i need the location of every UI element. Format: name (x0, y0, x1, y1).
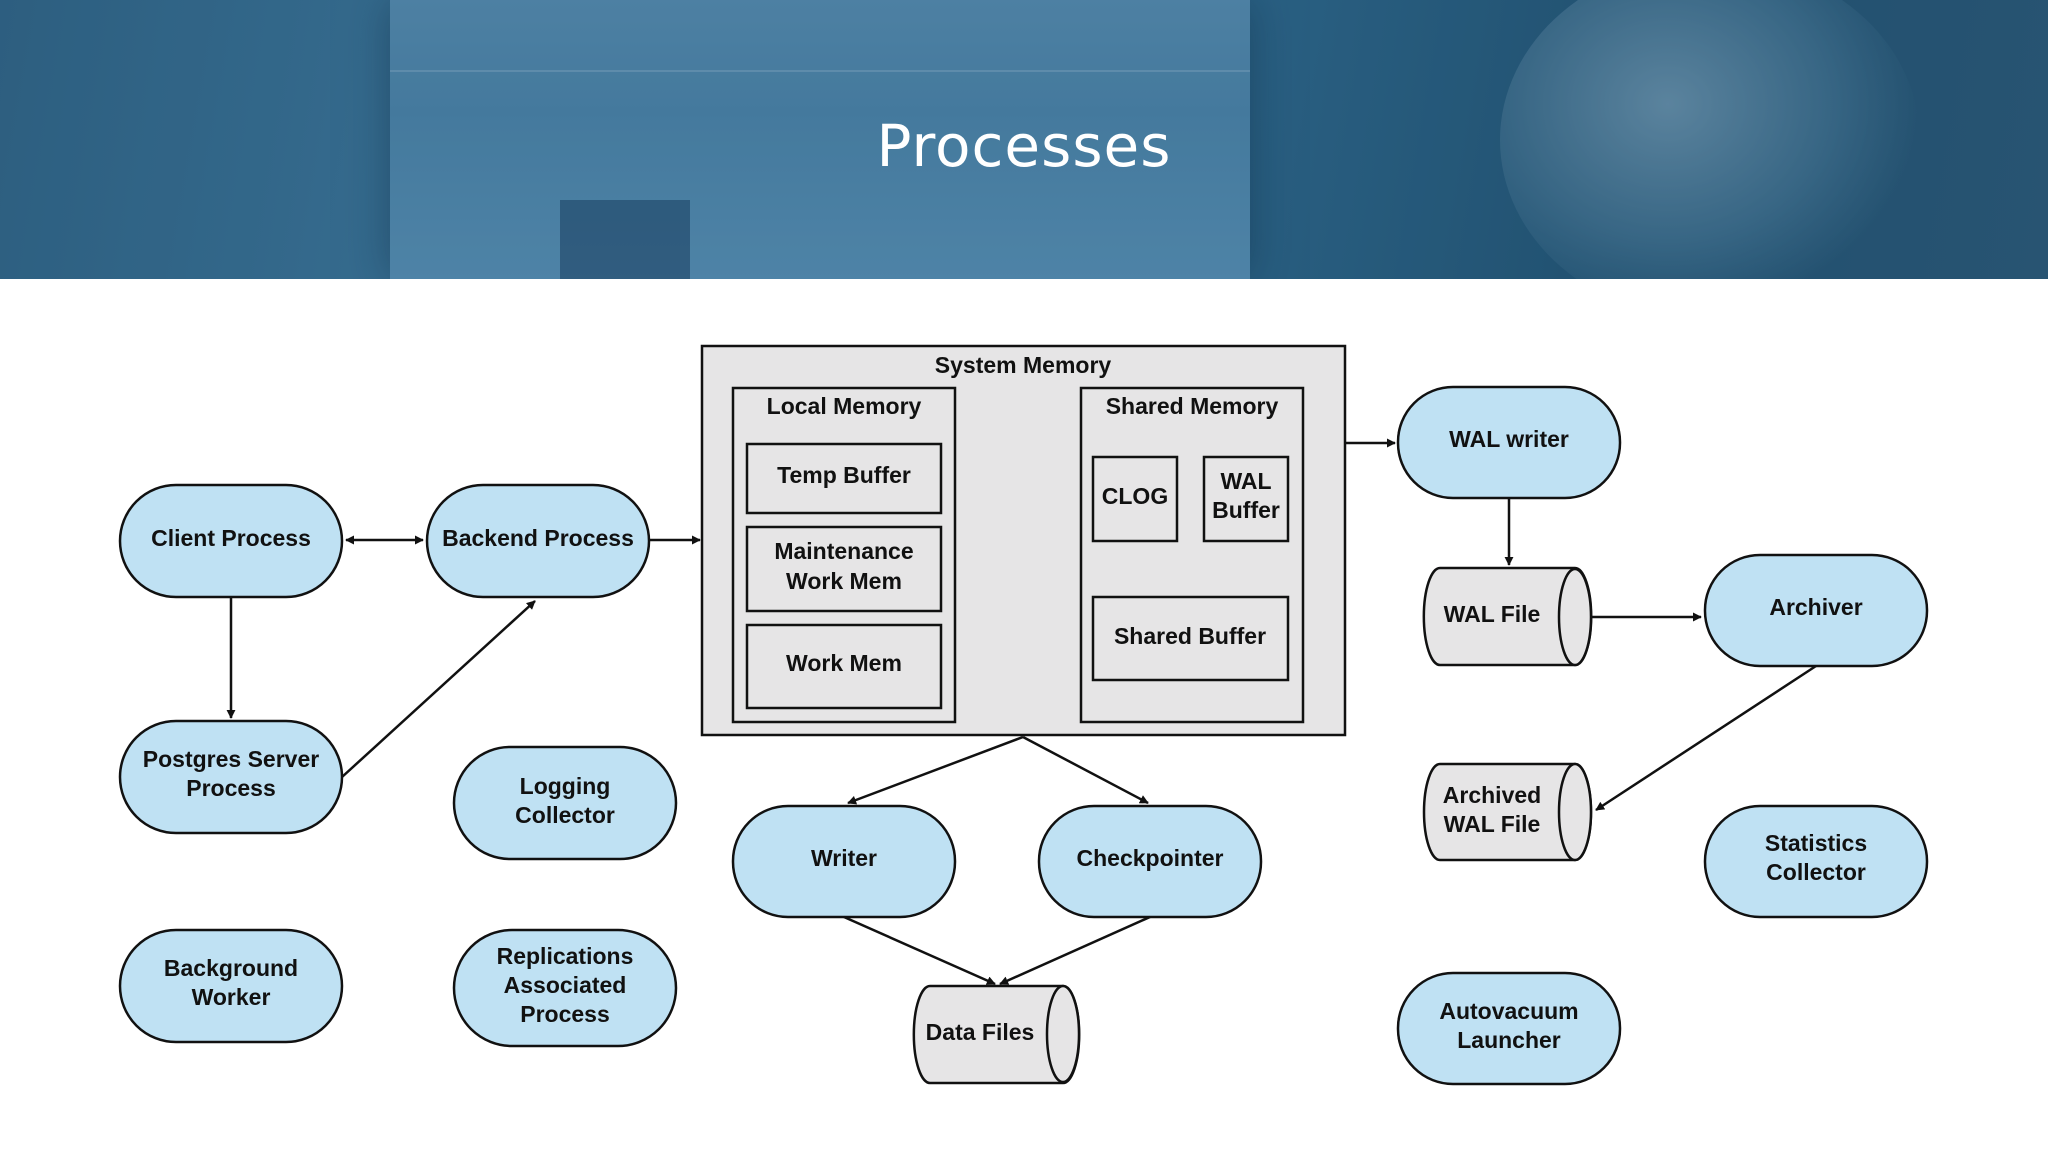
banner-tint-overlay (0, 0, 2048, 279)
maintenance-work-mem-box: Maintenance Work Mem (745, 525, 943, 613)
statistics-label-line1: Statistics (1765, 830, 1867, 856)
backend-process-label: Backend Process (442, 525, 634, 551)
postgres-server-process-node: Postgres Server Process (118, 719, 344, 835)
wal-buffer-box: WAL Buffer (1202, 455, 1290, 543)
shared-buffer-label: Shared Buffer (1114, 623, 1266, 649)
local-memory-label: Local Memory (767, 393, 922, 419)
wal-writer-node: WAL writer (1396, 385, 1622, 500)
archiver-label: Archiver (1769, 594, 1862, 620)
banner-monitor-screenshot (390, 0, 1250, 279)
writer-node: Writer (731, 804, 957, 919)
autovacuum-launcher-node: Autovacuum Launcher (1396, 971, 1622, 1086)
data-files-cylinder: Data Files (912, 984, 1081, 1085)
archived-wal-file-label-line1: Archived (1443, 782, 1541, 808)
postgres-to-backend-arrow (341, 600, 536, 778)
temp-buffer-label: Temp Buffer (777, 462, 911, 488)
banner-person-silhouette (1500, 0, 1920, 279)
postgres-label-line2: Process (186, 775, 276, 801)
wal-buffer-label-line1: WAL (1220, 468, 1271, 494)
archiver-to-archived-wal-arrow (1595, 664, 1817, 812)
memory-to-checkpointer-arrow (1022, 735, 1149, 805)
autovacuum-label-line2: Launcher (1457, 1027, 1561, 1053)
maintenance-label-line2: Work Mem (786, 568, 902, 594)
checkpointer-to-data-files-arrow (999, 915, 1151, 986)
replications-label-line3: Process (520, 1001, 610, 1027)
writer-label: Writer (811, 845, 877, 871)
wal-file-cylinder: WAL File (1422, 566, 1593, 667)
logging-collector-node: Logging Collector (452, 745, 678, 861)
checkpointer-label: Checkpointer (1077, 845, 1224, 871)
replications-associated-process-node: Replications Associated Process (452, 928, 678, 1048)
background-label-line1: Background (164, 955, 298, 981)
writer-to-data-files-arrow (843, 915, 996, 986)
wal-buffer-label-line2: Buffer (1212, 497, 1280, 523)
system-memory-label: System Memory (935, 352, 1112, 378)
wal-writer-label: WAL writer (1449, 426, 1569, 452)
statistics-collector-node: Statistics Collector (1703, 804, 1929, 919)
replications-label-line1: Replications (497, 943, 634, 969)
header-banner: Processes (0, 0, 2048, 279)
data-files-label: Data Files (926, 1019, 1035, 1045)
archived-wal-file-label-line2: WAL File (1444, 811, 1541, 837)
logging-label-line1: Logging (520, 773, 611, 799)
maintenance-label-line1: Maintenance (774, 538, 913, 564)
work-mem-label: Work Mem (786, 650, 902, 676)
temp-buffer-box: Temp Buffer (745, 442, 943, 515)
autovacuum-label-line1: Autovacuum (1439, 998, 1578, 1024)
wal-file-label: WAL File (1444, 601, 1541, 627)
background-worker-node: Background Worker (118, 928, 344, 1044)
client-process-label: Client Process (151, 525, 311, 551)
work-mem-box: Work Mem (745, 623, 943, 710)
page-title: Processes (876, 112, 1172, 180)
backend-process-node: Backend Process (425, 483, 651, 599)
checkpointer-node: Checkpointer (1037, 804, 1263, 919)
statistics-label-line2: Collector (1766, 859, 1866, 885)
client-process-node: Client Process (118, 483, 344, 599)
postgres-label-line1: Postgres Server (143, 746, 319, 772)
logging-label-line2: Collector (515, 802, 615, 828)
memory-to-writer-arrow (847, 735, 1024, 805)
background-label-line2: Worker (192, 984, 271, 1010)
archived-wal-file-cylinder: Archived WAL File (1422, 762, 1593, 862)
clog-box: CLOG (1091, 455, 1179, 543)
shared-buffer-box: Shared Buffer (1091, 595, 1290, 682)
clog-label: CLOG (1102, 483, 1168, 509)
replications-label-line2: Associated (504, 972, 627, 998)
shared-memory-label: Shared Memory (1106, 393, 1279, 419)
archiver-node: Archiver (1703, 553, 1929, 668)
